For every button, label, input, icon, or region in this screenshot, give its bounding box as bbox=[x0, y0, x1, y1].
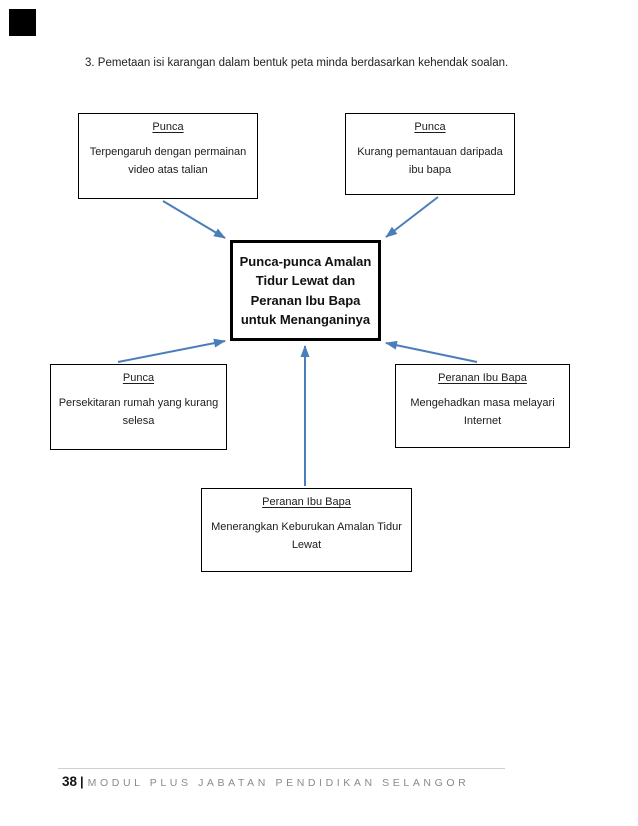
arrow-mid-left bbox=[117, 338, 226, 363]
node-body: Kurang pemantauan daripada ibu bapa bbox=[357, 146, 503, 176]
node-body: Terpengaruh dengan permainan video atas … bbox=[89, 146, 247, 176]
node-punca-top-right: Punca Kurang pemantauan daripada ibu bap… bbox=[345, 113, 515, 195]
central-topic-box: Punca-punca Amalan Tidur Lewat dan Peran… bbox=[230, 240, 381, 341]
node-heading: Punca bbox=[152, 121, 184, 133]
footer-pipe: | bbox=[80, 774, 84, 789]
footer-divider-line bbox=[58, 768, 505, 769]
node-peranan-mid-right: Peranan Ibu Bapa Mengehadkan masa melaya… bbox=[395, 364, 570, 448]
page-footer: 38 | MODUL PLUS JABATAN PENDIDIKAN SELAN… bbox=[62, 774, 469, 789]
arrow-top-right bbox=[385, 196, 439, 238]
node-heading: Peranan Ibu Bapa bbox=[262, 496, 351, 508]
arrow-mid-right bbox=[385, 340, 478, 363]
page-number: 38 bbox=[62, 774, 78, 789]
node-heading: Punca bbox=[414, 121, 446, 133]
node-heading: Punca bbox=[122, 372, 155, 384]
node-body: Persekitaran rumah yang kurang selesa bbox=[58, 397, 219, 427]
node-heading: Peranan Ibu Bapa bbox=[438, 372, 527, 384]
node-punca-mid-left: Punca Persekitaran rumah yang kurang sel… bbox=[50, 364, 227, 450]
node-peranan-bottom: Peranan Ibu Bapa Menerangkan Keburukan A… bbox=[201, 488, 412, 572]
arrow-top-left bbox=[162, 200, 226, 239]
section-heading: 3. Pemetaan isi karangan dalam bentuk pe… bbox=[85, 57, 509, 69]
node-body: Menerangkan Keburukan Amalan Tidur Lewat bbox=[211, 521, 402, 551]
node-body: Mengehadkan masa melayari Internet bbox=[410, 397, 555, 427]
page-corner-mark bbox=[9, 9, 36, 36]
footer-title: MODUL PLUS JABATAN PENDIDIKAN SELANGOR bbox=[87, 777, 470, 789]
node-punca-top-left: Punca Terpengaruh dengan permainan video… bbox=[78, 113, 258, 199]
